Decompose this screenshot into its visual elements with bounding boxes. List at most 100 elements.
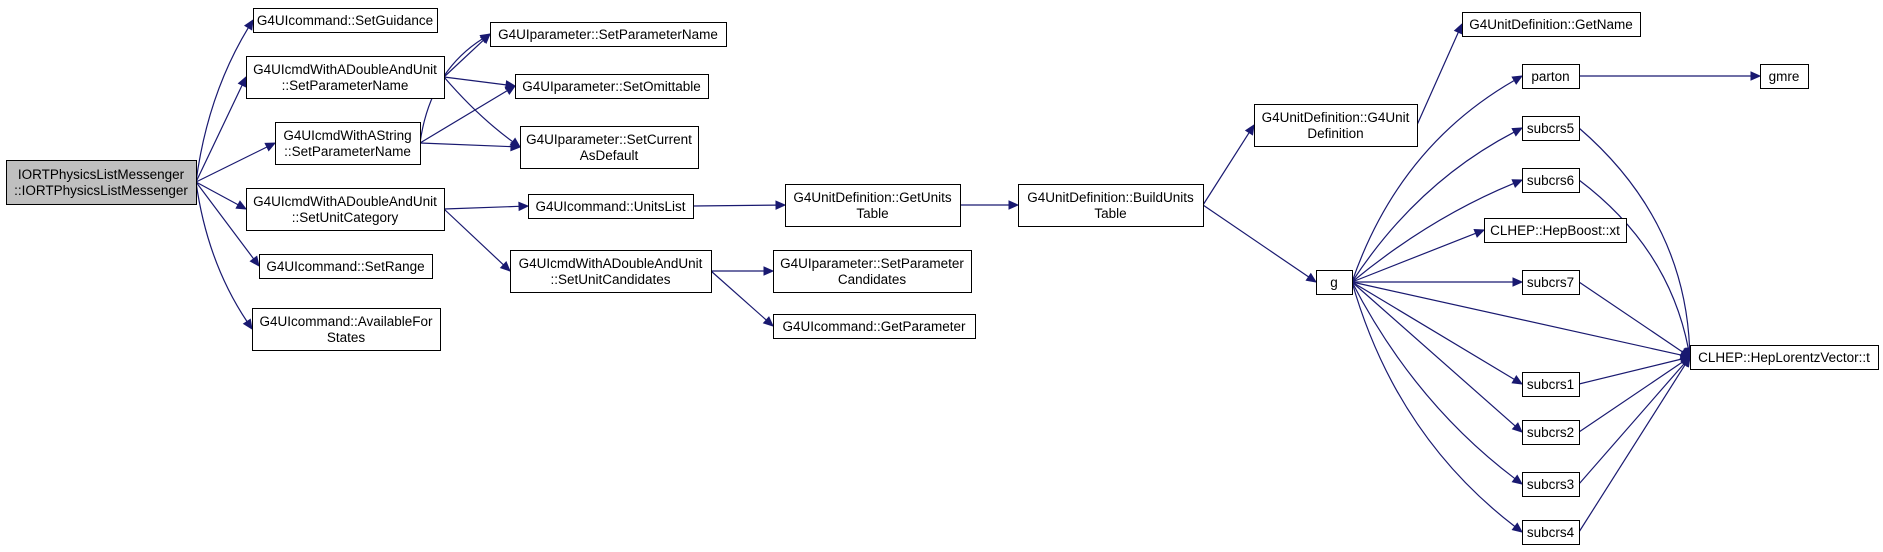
node-g[interactable]: g bbox=[1316, 270, 1353, 295]
node-box bbox=[246, 188, 445, 231]
arrowhead-g-to-hepBoostXt bbox=[1473, 229, 1486, 238]
arrowhead-root-to-strSetParamName bbox=[264, 142, 277, 152]
node-g4UnitDefinition[interactable]: G4UnitDefinition::G4UnitDefinition bbox=[1254, 104, 1418, 147]
arrowhead-getUnitsTable-to-buildUnitsTable bbox=[1008, 200, 1020, 210]
edge-g-to-subcrs5 bbox=[1351, 131, 1515, 283]
node-parton[interactable]: parton bbox=[1522, 64, 1580, 89]
edge-buildUnitsTable-to-g4UnitDefinition bbox=[1202, 132, 1250, 206]
node-box bbox=[6, 160, 197, 205]
node-label: ::SetParameterName bbox=[282, 78, 409, 93]
edge-dblSetUnitCategory-to-dblSetUnitCandidates bbox=[443, 208, 504, 266]
arrowhead-strSetParamName-to-paramSetOmittable bbox=[504, 85, 517, 95]
node-box bbox=[510, 250, 712, 293]
node-label: CLHEP::HepBoost::xt bbox=[1490, 223, 1620, 238]
node-label: G4UIparameter::SetParameter bbox=[780, 256, 964, 271]
node-label: G4UIcmdWithAString bbox=[283, 128, 411, 143]
node-box bbox=[1522, 372, 1580, 397]
node-paramSetOmittable[interactable]: G4UIparameter::SetOmittable bbox=[515, 74, 709, 99]
edge-root-to-dblSetUnitCategory bbox=[195, 181, 239, 206]
node-label: Candidates bbox=[838, 272, 907, 287]
node-box bbox=[1018, 184, 1204, 227]
node-label: G4UnitDefinition::GetUnits bbox=[793, 190, 952, 205]
node-label: AsDefault bbox=[580, 148, 639, 163]
node-box bbox=[490, 22, 727, 47]
node-paramSetParameterName[interactable]: G4UIparameter::SetParameterName bbox=[490, 22, 727, 47]
edge-dblSetUnitCandidates-to-getParameter bbox=[710, 270, 767, 321]
edge-g-to-subcrs4 bbox=[1351, 281, 1516, 527]
arrowhead-root-to-availableForStates bbox=[242, 318, 253, 331]
node-box bbox=[1522, 270, 1580, 295]
node-getParameter[interactable]: G4UIcommand::GetParameter bbox=[773, 314, 976, 339]
node-subcrs1[interactable]: subcrs1 bbox=[1522, 372, 1580, 397]
edge-dblSetUnitCategory-to-unitsList bbox=[443, 205, 520, 210]
node-label: G4UnitDefinition::G4Unit bbox=[1262, 110, 1410, 125]
node-hepLorentzT[interactable]: CLHEP::HepLorentzVector::t bbox=[1690, 345, 1879, 370]
node-getName[interactable]: G4UnitDefinition::GetName bbox=[1462, 12, 1641, 37]
node-box bbox=[1760, 64, 1809, 89]
node-box bbox=[1522, 420, 1580, 445]
node-box bbox=[1254, 104, 1418, 147]
arrowhead-root-to-setGuidance bbox=[243, 18, 254, 31]
arrowhead-root-to-dblSetParamName bbox=[237, 75, 247, 88]
node-label: Definition bbox=[1307, 126, 1363, 141]
edge-strSetParamName-to-paramSetCurrentAsDefault bbox=[419, 142, 512, 148]
edge-strSetParamName-to-paramSetOmittable bbox=[419, 90, 508, 144]
node-strSetParamName[interactable]: G4UIcmdWithAString::SetParameterName bbox=[275, 122, 421, 165]
arrowhead-buildUnitsTable-to-g bbox=[1305, 272, 1318, 283]
nodes-layer: IORTPhysicsListMessenger::IORTPhysicsLis… bbox=[6, 8, 1879, 545]
node-gmre[interactable]: gmre bbox=[1760, 64, 1809, 89]
node-root[interactable]: IORTPhysicsListMessenger::IORTPhysicsLis… bbox=[6, 160, 197, 205]
edge-root-to-availableForStates bbox=[195, 181, 248, 322]
node-label: g bbox=[1330, 275, 1338, 290]
arrowhead-g-to-parton bbox=[1511, 75, 1524, 85]
arrowhead-g-to-subcrs6 bbox=[1511, 179, 1524, 189]
edge-buildUnitsTable-to-g bbox=[1202, 204, 1309, 278]
arrowhead-parton-to-gmre bbox=[1750, 71, 1762, 81]
edge-unitsList-to-getUnitsTable bbox=[692, 204, 777, 207]
node-subcrs7[interactable]: subcrs7 bbox=[1522, 270, 1580, 295]
node-dblSetUnitCandidates[interactable]: G4UIcmdWithADoubleAndUnit::SetUnitCandid… bbox=[510, 250, 712, 293]
edge-subcrs3-to-hepLorentzT bbox=[1578, 363, 1685, 485]
node-subcrs3[interactable]: subcrs3 bbox=[1522, 472, 1580, 497]
node-hepBoostXt[interactable]: CLHEP::HepBoost::xt bbox=[1484, 218, 1627, 243]
node-subcrs5[interactable]: subcrs5 bbox=[1522, 116, 1580, 141]
node-label: G4UIparameter::SetCurrent bbox=[526, 132, 692, 147]
node-label: G4UIparameter::SetOmittable bbox=[522, 79, 701, 94]
node-subcrs4[interactable]: subcrs4 bbox=[1522, 520, 1580, 545]
arrowhead-unitsList-to-getUnitsTable bbox=[775, 200, 787, 210]
node-label: parton bbox=[1531, 69, 1569, 84]
node-box bbox=[1522, 116, 1580, 141]
edge-subcrs7-to-hepLorentzT bbox=[1578, 281, 1683, 353]
node-setGuidance[interactable]: G4UIcommand::SetGuidance bbox=[253, 8, 438, 33]
arrowhead-strSetParamName-to-paramSetParameterName bbox=[479, 33, 492, 44]
edge-g-to-hepLorentzT bbox=[1351, 281, 1682, 356]
node-unitsList[interactable]: G4UIcommand::UnitsList bbox=[528, 194, 694, 219]
node-subcrs2[interactable]: subcrs2 bbox=[1522, 420, 1580, 445]
node-box bbox=[1462, 12, 1641, 37]
node-setRange[interactable]: G4UIcommand::SetRange bbox=[259, 254, 433, 279]
node-dblSetParamName[interactable]: G4UIcmdWithADoubleAndUnit::SetParameterN… bbox=[246, 56, 445, 99]
node-label: G4UIcommand::SetRange bbox=[266, 259, 424, 274]
edge-subcrs2-to-hepLorentzT bbox=[1578, 361, 1683, 433]
node-subcrs6[interactable]: subcrs6 bbox=[1522, 168, 1580, 193]
node-label: G4UIcommand::GetParameter bbox=[782, 319, 966, 334]
node-label: G4UIcommand::SetGuidance bbox=[257, 13, 433, 28]
edge-subcrs1-to-hepLorentzT bbox=[1578, 358, 1682, 385]
node-label: States bbox=[327, 330, 366, 345]
node-label: G4UnitDefinition::GetName bbox=[1469, 17, 1633, 32]
node-dblSetUnitCategory[interactable]: G4UIcmdWithADoubleAndUnit::SetUnitCatego… bbox=[246, 188, 445, 231]
edge-g-to-subcrs2 bbox=[1351, 281, 1516, 427]
edge-root-to-setRange bbox=[195, 181, 255, 260]
node-label: IORTPhysicsListMessenger bbox=[18, 167, 185, 182]
node-label: G4UIcmdWithADoubleAndUnit bbox=[253, 62, 437, 77]
node-box bbox=[1522, 472, 1580, 497]
arrowhead-strSetParamName-to-paramSetCurrentAsDefault bbox=[510, 141, 522, 152]
node-box bbox=[253, 8, 438, 33]
edge-dblSetParamName-to-paramSetCurrentAsDefault bbox=[443, 76, 514, 143]
node-box bbox=[520, 126, 699, 169]
